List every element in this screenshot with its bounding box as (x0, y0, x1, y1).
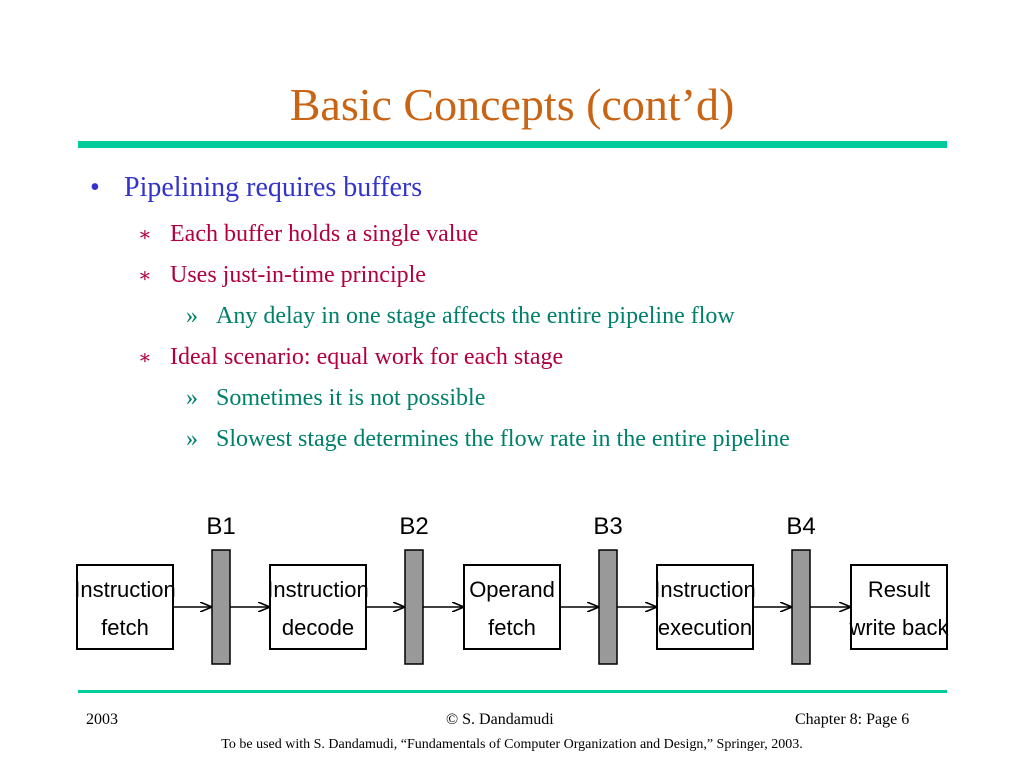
stage-label-line1: Instruction (654, 577, 756, 602)
sub-bullet-text: Each buffer holds a single value (170, 221, 479, 247)
asterisk-marker: ∗ (138, 224, 152, 246)
sub-sub-bullet-text: Slowest stage determines the flow rate i… (216, 426, 790, 452)
sub-bullet-item: ∗ Each buffer holds a single value (138, 220, 478, 249)
title-divider (78, 141, 947, 148)
bullet-text: Pipelining requires buffers (124, 172, 423, 203)
buffer-bar (211, 549, 231, 665)
slide-title: Basic Concepts (cont’d) (289, 79, 735, 130)
bullet-marker: • (90, 172, 100, 203)
buffer-b3: B3 (593, 513, 623, 665)
buffer-label: B1 (206, 513, 235, 540)
guillemet-marker: » (186, 385, 198, 411)
stage-label-line2: fetch (101, 615, 149, 640)
sub-sub-bullet-text: Any delay in one stage affects the entir… (216, 303, 735, 329)
stage-label-line2: fetch (488, 615, 536, 640)
stage-box (269, 564, 367, 650)
stage-box (656, 564, 754, 650)
footer-year: 2003 (86, 711, 118, 728)
sub-bullet-text: Uses just-in-time principle (170, 262, 426, 288)
buffer-label: B4 (786, 513, 815, 540)
sub-bullet-item: ∗ Ideal scenario: equal work for each sta… (138, 343, 563, 372)
buffer-bar (598, 549, 618, 665)
buffer-bar (791, 549, 811, 665)
stage-instruction-fetch: Instruction fetch (74, 564, 176, 650)
footer-copyright: © S. Dandamudi (446, 711, 554, 728)
buffer-bar (404, 549, 424, 665)
stage-instruction-decode: Instruction decode (267, 564, 369, 650)
stage-box (76, 564, 174, 650)
bullet-item: • Pipelining requires buffers (90, 172, 422, 204)
stage-operand-fetch: Operand fetch (463, 564, 561, 650)
sub-sub-bullet-item: » Any delay in one stage affects the enti… (186, 302, 735, 330)
buffer-label: B3 (593, 513, 622, 540)
stage-label-line2: write back (848, 615, 949, 640)
stage-label-line1: Result (868, 577, 930, 602)
stage-label-line1: Operand (469, 577, 555, 602)
sub-sub-bullet-text: Sometimes it is not possible (216, 385, 486, 411)
stage-result-write-back: Result write back (848, 564, 950, 650)
sub-sub-bullet-item: » Slowest stage determines the flow rate … (186, 425, 790, 453)
buffer-label: B2 (399, 513, 428, 540)
footer-citation: To be used with S. Dandamudi, “Fundament… (221, 737, 803, 752)
stage-label-line2: decode (282, 615, 354, 640)
sub-sub-bullet-item: » Sometimes it is not possible (186, 384, 485, 412)
sub-bullet-item: ∗ Uses just-in-time principle (138, 261, 426, 290)
buffer-b4: B4 (786, 513, 816, 665)
footer-divider (78, 690, 947, 693)
stage-instruction-execution: Instruction execution (654, 564, 756, 650)
footer-page-number: Chapter 8: Page 6 (795, 711, 910, 728)
asterisk-marker: ∗ (138, 265, 152, 287)
stage-label-line2: execution (658, 615, 752, 640)
stage-box (850, 564, 948, 650)
buffer-b2: B2 (399, 513, 429, 665)
stage-label-line1: Instruction (74, 577, 176, 602)
stage-label-line1: Instruction (267, 577, 369, 602)
guillemet-marker: » (186, 426, 198, 452)
buffer-b1: B1 (206, 513, 236, 665)
sub-bullet-text: Ideal scenario: equal work for each stag… (170, 344, 564, 370)
guillemet-marker: » (186, 303, 198, 329)
asterisk-marker: ∗ (138, 347, 152, 369)
